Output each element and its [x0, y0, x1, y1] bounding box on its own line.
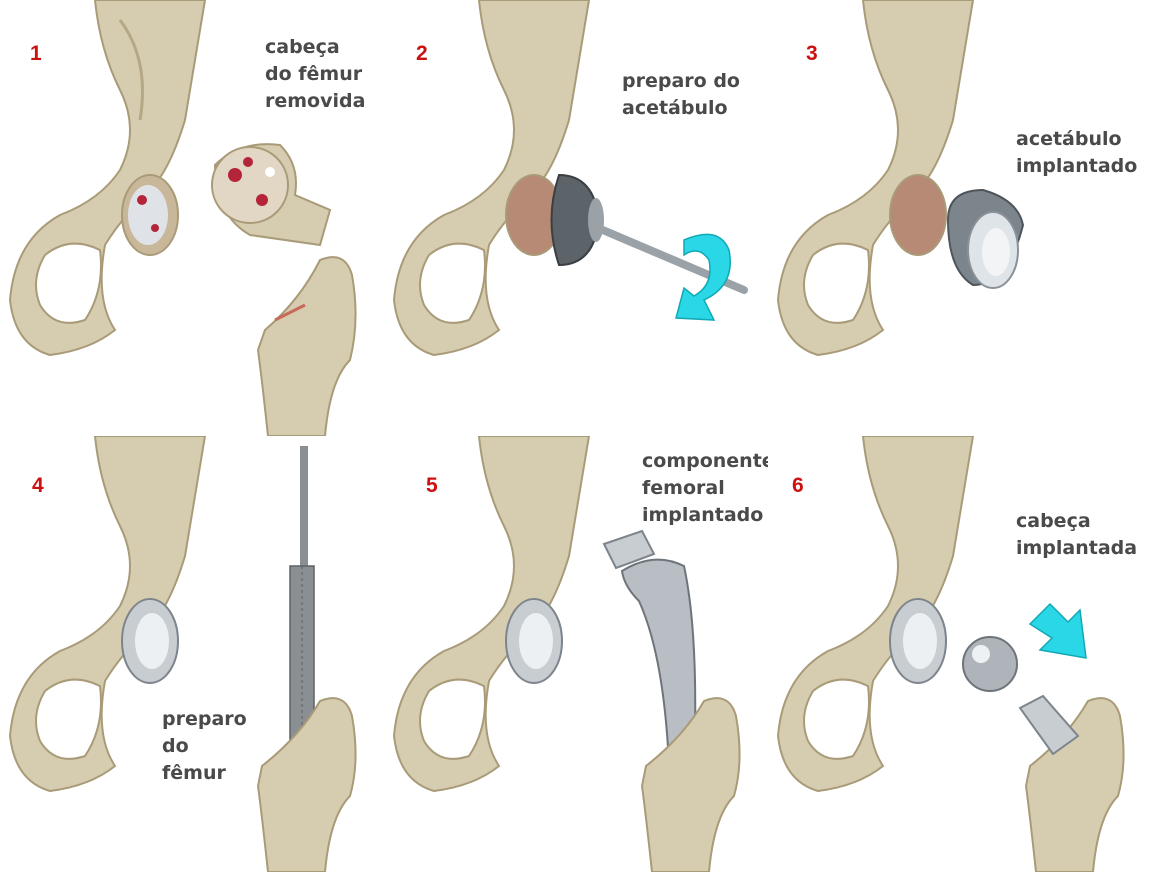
femur-shaft: [258, 698, 356, 872]
step-panel-1: 1 cabeça do fêmur removida: [0, 0, 384, 436]
step-caption: cabeça do fêmur removida: [265, 34, 365, 115]
femur-with-stem: [1020, 696, 1124, 872]
insert-arrow-icon: [1030, 604, 1086, 658]
femoral-stem-implant: [604, 531, 695, 766]
step-6-illustration: [768, 436, 1151, 872]
step-panel-4: 4 preparo do fêmur: [0, 436, 384, 872]
rotation-arrow-icon: [676, 234, 730, 320]
acetabulum: [890, 175, 946, 255]
step-number: 3: [806, 42, 818, 66]
step-number: 1: [30, 42, 42, 66]
step-caption: preparo do acetábulo: [622, 68, 740, 122]
step-panel-2: 2 preparo do acetábulo: [384, 0, 768, 436]
step-caption: acetábulo implantado: [1016, 126, 1137, 180]
damaged-acetabulum: [122, 175, 178, 255]
femur-shaft: [642, 698, 740, 872]
removed-femoral-head: [212, 144, 330, 245]
step-caption: preparo do fêmur: [162, 706, 247, 787]
step-2-illustration: [384, 0, 768, 436]
step-panel-6: 6 cabeça implantada: [768, 436, 1151, 872]
step-caption: cabeça implantada: [1016, 508, 1137, 562]
acetabular-cup-implant: [506, 599, 562, 683]
pelvis-bone: [778, 436, 973, 791]
step-4-illustration: [0, 436, 384, 872]
acetabular-cup-implant: [948, 190, 1023, 288]
step-number: 6: [792, 474, 804, 498]
step-panel-5: 5 componente femoral implantado: [384, 436, 768, 872]
acetabular-cup-implant: [890, 599, 946, 683]
step-number: 2: [416, 42, 428, 66]
femur-shaft: [258, 257, 356, 436]
step-number: 5: [426, 474, 438, 498]
acetabular-cup-implant: [122, 599, 178, 683]
femoral-head-ball: [963, 637, 1017, 691]
step-3-illustration: [768, 0, 1151, 436]
step-panel-3: 3 acetábulo implantado: [768, 0, 1151, 436]
step-caption: componente femoral implantado: [642, 448, 768, 529]
step-number: 4: [32, 474, 44, 498]
pelvis-bone: [394, 436, 589, 791]
